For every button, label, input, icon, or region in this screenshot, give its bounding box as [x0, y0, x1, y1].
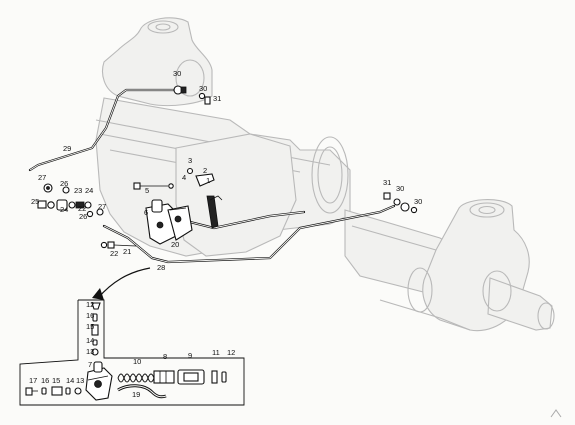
callout-14: 14: [66, 376, 74, 385]
mounting-bracket: [186, 167, 223, 229]
callout-5: 5: [145, 186, 149, 195]
brake-pipe-29: [28, 88, 178, 172]
corner-mark: [550, 409, 562, 418]
detail-leader-arrow: [92, 267, 151, 300]
callout-12: 12: [227, 348, 235, 357]
right-kingpin-bore: [478, 205, 496, 215]
callout-22: 22: [78, 204, 86, 213]
vertical-part-stack: [91, 302, 101, 356]
callout-30: 30: [414, 197, 422, 206]
callout-7: 7: [88, 360, 92, 369]
hose-19: [117, 384, 167, 399]
valve-body-7: [85, 361, 113, 401]
valve-spool-9: [177, 369, 205, 385]
callout-16: 16: [86, 311, 94, 320]
callout-20: 20: [171, 240, 179, 249]
callout-31: 31: [213, 94, 221, 103]
left-steering-knuckle: [101, 17, 213, 107]
callout-6: 6: [144, 208, 148, 217]
brake-pipe-28: [102, 204, 396, 264]
callout-4: 4: [182, 173, 186, 182]
spring-10: [117, 373, 155, 383]
callout-12: 12: [86, 300, 94, 309]
callout-30: 30: [173, 69, 181, 78]
callout-27: 27: [38, 173, 46, 182]
diff-flange-inner: [317, 146, 343, 204]
callout-13: 13: [86, 347, 94, 356]
callout-22: 22: [110, 249, 118, 258]
callout-16: 16: [41, 376, 49, 385]
callout-10: 10: [133, 357, 141, 366]
callout-2: 2: [203, 166, 207, 175]
callout-17: 17: [29, 376, 37, 385]
callout-24: 24: [85, 186, 93, 195]
callout-23: 23: [74, 186, 82, 195]
bolt-21-22: [100, 241, 137, 249]
right-banjo-fitting: [383, 192, 418, 214]
callout-24: 24: [60, 205, 68, 214]
right-tube-line: [351, 225, 451, 255]
callout-21: 21: [123, 247, 131, 256]
seal-11-12: [211, 370, 227, 384]
right-kingpin-top: [469, 202, 505, 218]
callout-8: 8: [163, 352, 167, 361]
callout-15: 15: [52, 376, 60, 385]
diff-flange-ring: [311, 136, 349, 214]
brake-valve-assembly: [145, 199, 193, 245]
left-kingpin-top: [147, 20, 179, 34]
callout-25: 25: [31, 197, 39, 206]
left-kingpin-bore: [155, 23, 171, 31]
callout-11: 11: [212, 348, 220, 357]
callout-26: 26: [79, 212, 87, 221]
horizontal-part-stack: [25, 386, 82, 396]
callout-14: 14: [86, 336, 94, 345]
callout-28: 28: [157, 263, 165, 272]
callout-31: 31: [383, 178, 391, 187]
right-spindle-end: [537, 302, 555, 330]
upper-banjo-fitting: [173, 85, 211, 105]
left-pipe-end-fittings: [37, 183, 104, 218]
callout-30: 30: [396, 184, 404, 193]
callout-3: 3: [188, 156, 192, 165]
callout-30: 30: [199, 84, 207, 93]
callout-27: 27: [98, 202, 106, 211]
callout-29: 29: [63, 144, 71, 153]
axle-housing-ghost: [95, 17, 555, 332]
bolt-5: [133, 182, 174, 190]
callout-13: 13: [76, 376, 84, 385]
valve-detail-frame: [19, 299, 245, 406]
right-lower-edge: [379, 299, 471, 331]
right-hub-flange: [482, 270, 512, 312]
callout-1: 1: [206, 176, 210, 185]
left-hub-flange: [175, 59, 205, 97]
callout-9: 9: [188, 351, 192, 360]
callout-15: 15: [86, 322, 94, 331]
differential-housing: [175, 133, 297, 257]
piston-8: [153, 370, 175, 384]
callout-26: 26: [60, 179, 68, 188]
callout-19: 19: [132, 390, 140, 399]
